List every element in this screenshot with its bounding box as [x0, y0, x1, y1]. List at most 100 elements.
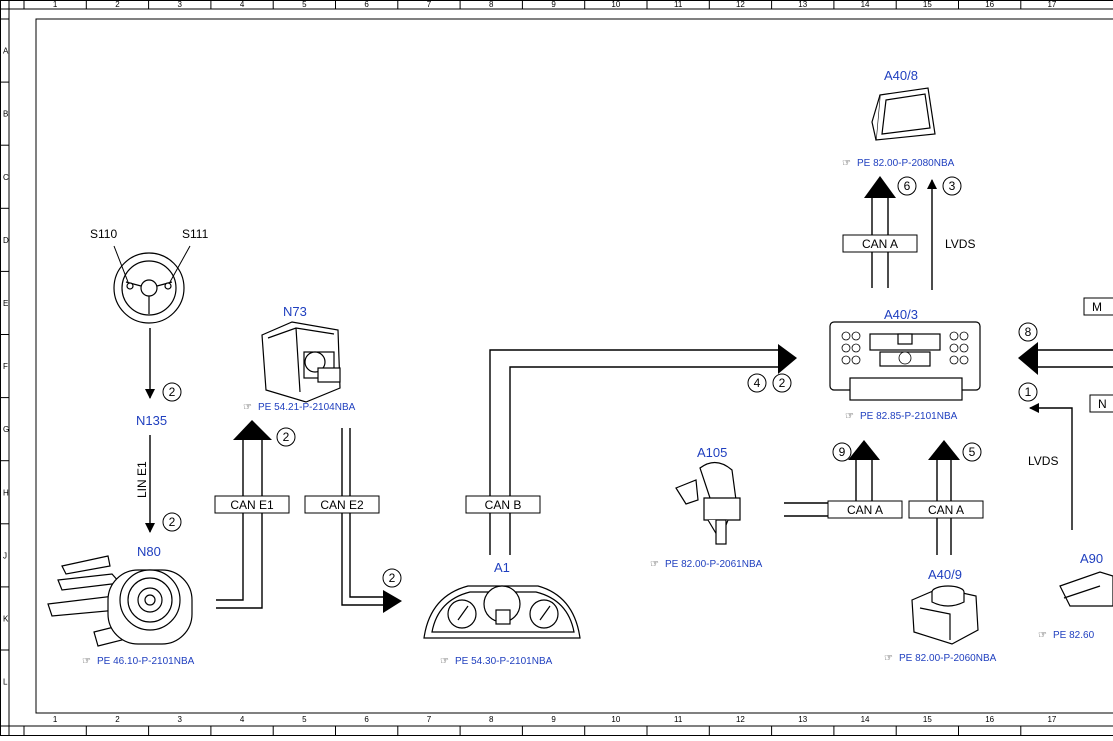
- svg-text:6: 6: [904, 179, 911, 193]
- marker-8: 3: [943, 177, 961, 195]
- svg-text:8: 8: [1025, 325, 1032, 339]
- head-unit-icon: [830, 322, 980, 400]
- ref-n80: ☞ PE 46.10-P-2101NBA: [82, 656, 195, 667]
- marker-12: 5: [963, 443, 981, 461]
- grid-column-label: 8: [489, 715, 494, 724]
- can-e1-label: CAN E1: [230, 498, 274, 512]
- grid-row-label: K: [3, 614, 9, 623]
- marker-11: 9: [833, 443, 851, 461]
- a105-label: A105: [697, 445, 727, 460]
- a40-3-label: A40/3: [884, 307, 918, 322]
- grid-column-label: 15: [923, 0, 932, 9]
- grid-column-label: 14: [861, 0, 870, 9]
- ref-n73: ☞PE 54.21-P-2104NBA: [243, 402, 356, 413]
- svg-text:2: 2: [169, 515, 176, 529]
- incoming-bus-right: [1038, 350, 1113, 367]
- a40-9-label: A40/9: [928, 567, 962, 582]
- grid-row-label: H: [3, 488, 9, 497]
- grid-column-label: 5: [302, 0, 307, 9]
- pointer-hand-icon: ☞: [884, 653, 893, 664]
- can-b-label: CAN B: [485, 498, 522, 512]
- steering-wheel-icon: [114, 246, 190, 323]
- ref-a1: ☞PE 54.30-P-2101NBA: [440, 656, 553, 667]
- marker-1: 2: [163, 383, 181, 401]
- grid-column-label: 9: [551, 715, 556, 724]
- can-b-bus: [490, 350, 778, 555]
- ref-a90: ☞ PE 82.60: [1038, 630, 1095, 641]
- a90-label: A90: [1080, 551, 1103, 566]
- ref-a40-9: ☞ PE 82.00-P-2060NBA: [884, 653, 997, 664]
- grid-column-label: 13: [798, 0, 807, 9]
- ignition-switch-icon: [262, 322, 340, 402]
- svg-text:PE 54.30-P-2101NBA: PE 54.30-P-2101NBA: [455, 656, 553, 667]
- grid-column-label: 10: [611, 0, 620, 9]
- controller-knob-icon: [912, 586, 978, 644]
- can-e1-arrowhead: [233, 420, 272, 440]
- grid-column-label: 6: [364, 715, 369, 724]
- marker-2: 2: [163, 513, 181, 531]
- svg-text:PE 82.00-P-2061NBA: PE 82.00-P-2061NBA: [665, 559, 763, 570]
- lin-e1-label: LIN E1: [135, 461, 149, 498]
- grid-column-label: 3: [178, 715, 183, 724]
- marker-3: 2: [277, 428, 295, 446]
- n135-label: N135: [136, 413, 167, 428]
- pointer-hand-icon: ☞: [842, 158, 851, 169]
- svg-text:9: 9: [839, 445, 846, 459]
- grid-column-label: 3: [178, 0, 183, 9]
- svg-text:PE 82.00-P-2080NBA: PE 82.00-P-2080NBA: [857, 158, 955, 169]
- grid-column-label: 2: [115, 0, 120, 9]
- a40-8-label: A40/8: [884, 68, 918, 83]
- pointer-hand-icon: ☞: [650, 559, 659, 570]
- grid-row-label: G: [3, 425, 9, 434]
- grid-column-label: 17: [1047, 715, 1056, 724]
- grid-column-label: 14: [861, 715, 870, 724]
- can-e2-label: CAN E2: [320, 498, 364, 512]
- svg-text:PE 82.85-P-2101NBA: PE 82.85-P-2101NBA: [860, 411, 958, 422]
- s111-label: S111: [182, 227, 209, 241]
- svg-text:3: 3: [949, 179, 956, 193]
- marker-7: 6: [898, 177, 916, 195]
- grid-column-label: 8: [489, 0, 494, 9]
- grid-column-label: 12: [736, 0, 745, 9]
- svg-text:5: 5: [969, 445, 976, 459]
- can-e2-arrowhead: [383, 590, 402, 613]
- grid-row-label: F: [3, 362, 8, 371]
- can-a-top-label: CAN A: [862, 237, 898, 251]
- can-a-left-label: CAN A: [847, 503, 883, 517]
- grid-row-label: L: [3, 678, 8, 687]
- svg-text:PE 82.60: PE 82.60: [1053, 630, 1095, 641]
- svg-text:2: 2: [283, 430, 290, 444]
- a1-label: A1: [494, 560, 510, 575]
- grid-row-label: E: [3, 299, 8, 308]
- ref-a105: ☞ PE 82.00-P-2061NBA: [650, 559, 763, 570]
- grid-column-label: 13: [798, 715, 807, 724]
- grid-column-label: 16: [985, 715, 994, 724]
- grid-row-label: J: [3, 551, 7, 560]
- grid-row-label: B: [3, 110, 8, 119]
- grid-column-label: 2: [115, 715, 120, 724]
- pointer-hand-icon: ☞: [243, 402, 252, 413]
- svg-text:4: 4: [754, 376, 761, 390]
- svg-text:2: 2: [779, 376, 786, 390]
- grid-row-label: C: [3, 173, 9, 182]
- can-e1-bus: [216, 440, 262, 608]
- can-a-left-arrowhead: [848, 440, 880, 460]
- gear-selector-icon: [676, 462, 740, 544]
- grid-column-label: 16: [985, 0, 994, 9]
- grid-column-label: 11: [674, 0, 683, 9]
- grid-column-label: 6: [364, 0, 369, 9]
- n73-label: N73: [283, 304, 307, 319]
- grid-column-label: 4: [240, 0, 245, 9]
- pointer-hand-icon: ☞: [1038, 630, 1047, 641]
- svg-text:2: 2: [389, 571, 396, 585]
- m-box-label: M: [1092, 300, 1102, 314]
- pointer-hand-icon: ☞: [82, 656, 91, 667]
- marker-9: 8: [1019, 323, 1037, 341]
- steering-column-module-icon: [48, 556, 192, 646]
- svg-text:PE 82.00-P-2060NBA: PE 82.00-P-2060NBA: [899, 653, 997, 664]
- instrument-cluster-icon: [424, 586, 580, 638]
- marker-6: 2: [773, 374, 791, 392]
- svg-text:PE 46.10-P-2101NBA: PE 46.10-P-2101NBA: [97, 656, 195, 667]
